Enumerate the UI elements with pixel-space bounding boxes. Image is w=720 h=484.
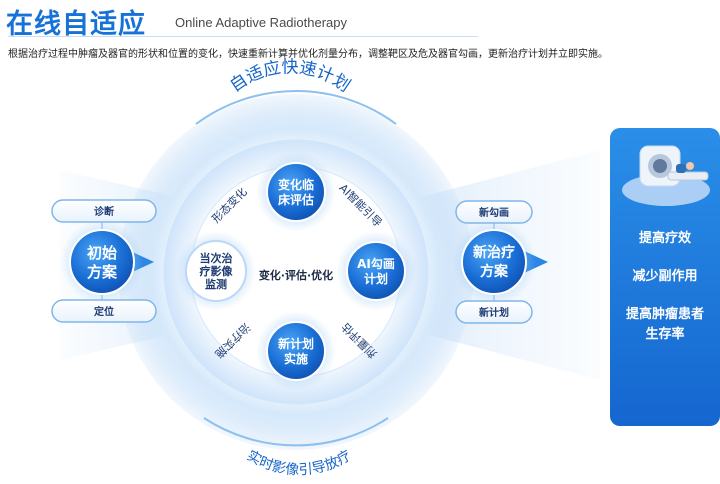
benefit-efficacy: 提高疗效	[638, 231, 691, 246]
node-image-monitoring: 当次治 疗影像 监测	[176, 231, 256, 311]
node-new-treatment-plan: 新治疗 方案	[452, 220, 548, 304]
pill-positioning: 定位	[51, 299, 157, 323]
svg-text:诊断: 诊断	[94, 205, 114, 218]
outer-arc-bottom	[203, 417, 389, 447]
pill-new-plan: 新计划	[455, 300, 533, 324]
svg-text:床评估: 床评估	[278, 192, 314, 207]
bottom-arc-label: 实时影像引导放疗	[244, 448, 354, 479]
page-title: 在线自适应	[6, 9, 146, 40]
page-description: 根据治疗过程中肿瘤及器官的形状和位置的变化，快速重新计算并优化剂量分布，调整靶区…	[8, 49, 608, 60]
svg-text:新勾画: 新勾画	[479, 206, 509, 219]
page-subtitle: Online Adaptive Radiotherapy	[175, 15, 348, 30]
benefit-survival-line1: 提高肿瘤患者	[625, 307, 704, 322]
pill-new-contour: 新勾画	[455, 200, 533, 224]
svg-text:定位: 定位	[94, 305, 114, 318]
svg-text:疗影像: 疗影像	[200, 264, 234, 278]
svg-text:方案: 方案	[87, 263, 118, 281]
svg-text:监测: 监测	[205, 277, 227, 291]
svg-text:新计划: 新计划	[278, 336, 314, 351]
benefit-survival-line2: 生存率	[645, 327, 685, 342]
node-new-plan-implementation: 新计划 实施	[256, 311, 336, 391]
svg-text:AI勾画: AI勾画	[357, 256, 395, 271]
benefits-panel: 提高疗效 减少副作用 提高肿瘤患者 生存率	[610, 128, 720, 426]
svg-text:变化临: 变化临	[278, 177, 314, 192]
outer-arc-top	[195, 89, 397, 125]
svg-text:方案: 方案	[480, 263, 509, 280]
node-clinical-assessment: 变化临 床评估	[256, 152, 336, 232]
svg-text:新计划: 新计划	[479, 306, 509, 319]
svg-text:当次治: 当次治	[200, 251, 233, 265]
pill-diagnosis: 诊断	[51, 199, 157, 223]
svg-text:实施: 实施	[284, 351, 308, 366]
svg-text:新治疗: 新治疗	[473, 244, 515, 261]
radiotherapy-machine-icon	[622, 145, 710, 206]
node-ai-contouring: AI勾画 计划	[336, 231, 416, 311]
center-label: 变化·评估·优化	[259, 268, 333, 282]
svg-text:初始: 初始	[87, 244, 117, 262]
header-divider	[8, 36, 478, 37]
node-initial-plan: 初始 方案	[60, 220, 154, 304]
svg-text:计划: 计划	[364, 271, 388, 286]
benefit-side-effects: 减少副作用	[632, 269, 698, 284]
